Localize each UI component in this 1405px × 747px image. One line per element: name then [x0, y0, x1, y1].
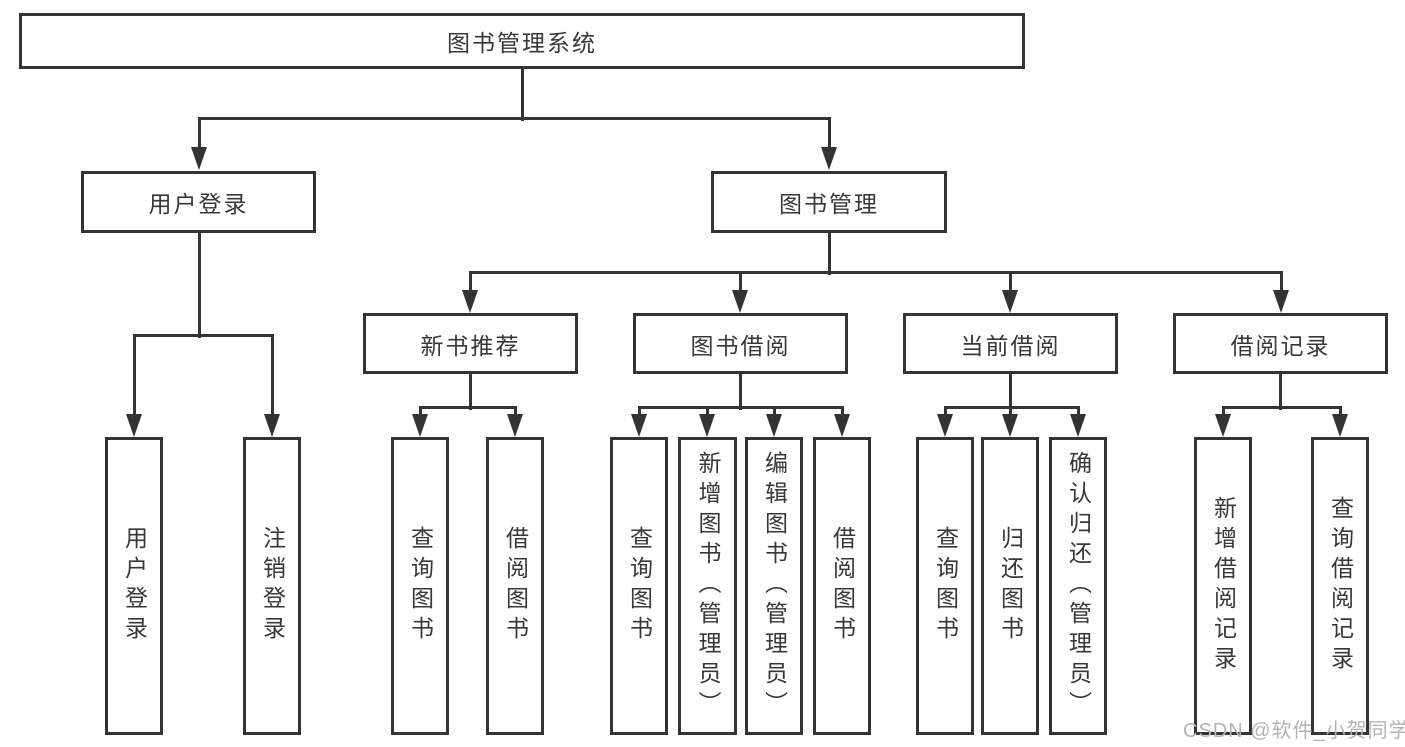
connector-rail [943, 405, 1080, 409]
leaf-query-books-recommend: 查询图书 [391, 437, 449, 735]
node-root-label: 图书管理系统 [447, 30, 597, 56]
arrow-down-icon [264, 414, 280, 437]
connector-rail [418, 405, 517, 409]
arrow-down-icon [1002, 414, 1018, 437]
connector-drop [1008, 407, 1012, 417]
arrow-down-icon [699, 414, 715, 437]
leaf-logout: 注销登录 [243, 437, 301, 735]
node-user-login: 用户登录 [81, 171, 316, 233]
connector-drop [197, 118, 201, 150]
node-book-borrow-label: 图书借阅 [690, 332, 791, 359]
arrow-down-icon [462, 290, 478, 313]
node-new-book-recommend: 新书推荐 [363, 313, 578, 374]
connector-drop [1221, 407, 1225, 417]
leaf-query-books-recommend-label: 查询图书 [407, 526, 434, 646]
arrow-down-icon [937, 414, 953, 437]
leaf-add-borrow-record-label: 新增借阅记录 [1210, 496, 1237, 676]
leaf-logout-label: 注销登录 [259, 526, 286, 646]
connector-drop [270, 335, 274, 417]
node-current-borrow-label: 当前借阅 [960, 332, 1061, 359]
connector-stem [197, 233, 201, 338]
node-current-borrow: 当前借阅 [903, 313, 1118, 374]
leaf-borrow-books: 借阅图书 [813, 437, 871, 735]
node-book-management: 图书管理 [711, 171, 947, 233]
node-new-book-recommend-label: 新书推荐 [420, 332, 521, 359]
leaf-user-login: 用户登录 [105, 437, 163, 735]
connector-drop [513, 407, 517, 417]
connector-drop [840, 407, 844, 417]
leaf-user-login-label: 用户登录 [121, 526, 148, 646]
node-borrow-records: 借阅记录 [1173, 313, 1388, 374]
connector-rail [637, 405, 844, 409]
leaf-borrow-books-recommend-label: 借阅图书 [502, 526, 529, 646]
node-book-borrow: 图书借阅 [633, 313, 848, 374]
connector-drop [468, 272, 472, 293]
leaf-return-books-label: 归还图书 [997, 526, 1024, 646]
leaf-edit-books-admin: 编辑图书（管理员） [745, 437, 803, 735]
arrow-down-icon [834, 414, 850, 437]
node-borrow-records-label: 借阅记录 [1230, 332, 1331, 359]
node-user-login-label: 用户登录 [148, 191, 249, 217]
arrow-down-icon [412, 414, 428, 437]
arrow-down-icon [1070, 414, 1086, 437]
leaf-confirm-return-admin-label: 确认归还（管理员） [1065, 451, 1092, 721]
leaf-add-books-admin-label: 新增图书（管理员） [695, 451, 721, 721]
connector-stem [1278, 374, 1282, 410]
arrow-down-icon [732, 290, 748, 313]
leaf-add-borrow-record: 新增借阅记录 [1194, 437, 1252, 735]
arrow-down-icon [821, 147, 837, 170]
connector-drop [1076, 407, 1080, 417]
arrow-down-icon [1332, 414, 1348, 437]
connector-drop [637, 407, 641, 417]
connector-stem [520, 69, 524, 121]
connector-stem [827, 233, 831, 275]
arrow-down-icon [631, 414, 647, 437]
connector-drop [772, 407, 776, 417]
connector-rail [197, 116, 831, 120]
arrow-down-icon [191, 147, 207, 170]
connector-drop [418, 407, 422, 417]
arrow-down-icon [1002, 290, 1018, 313]
leaf-edit-books-admin-label: 编辑图书（管理员） [761, 451, 788, 721]
connector-rail [1221, 405, 1342, 409]
connector-drop [132, 335, 136, 417]
connector-stem [1008, 374, 1012, 410]
leaf-borrow-books-label: 借阅图书 [829, 526, 856, 646]
arrow-down-icon [1273, 290, 1289, 313]
leaf-query-books-borrow: 查询图书 [610, 437, 668, 735]
arrow-down-icon [1215, 414, 1231, 437]
connector-drop [1338, 407, 1342, 417]
arrow-down-icon [507, 414, 523, 437]
leaf-borrow-books-recommend: 借阅图书 [486, 437, 544, 735]
node-book-management-label: 图书管理 [779, 191, 879, 217]
watermark: CSDN @软件_小贺同学 [1183, 720, 1405, 742]
leaf-query-borrow-record: 查询借阅记录 [1311, 437, 1369, 735]
leaf-add-books-admin: 新增图书（管理员） [678, 437, 737, 735]
arrow-down-icon [126, 414, 142, 437]
connector-drop [943, 407, 947, 417]
node-root: 图书管理系统 [19, 13, 1025, 69]
connector-rail [468, 270, 1283, 274]
connector-drop [1008, 272, 1012, 293]
leaf-query-borrow-record-label: 查询借阅记录 [1327, 496, 1354, 676]
connector-drop [1279, 272, 1283, 293]
connector-stem [468, 374, 472, 410]
leaf-confirm-return-admin: 确认归还（管理员） [1049, 437, 1107, 735]
leaf-query-books-current: 查询图书 [916, 437, 974, 735]
leaf-query-books-borrow-label: 查询图书 [626, 526, 653, 646]
connector-drop [827, 118, 831, 150]
connector-drop [738, 272, 742, 293]
connector-drop [705, 407, 709, 417]
arrow-down-icon [766, 414, 782, 437]
connector-stem [738, 374, 742, 410]
connector-rail [132, 333, 274, 337]
leaf-query-books-current-label: 查询图书 [932, 526, 959, 646]
leaf-return-books: 归还图书 [981, 437, 1039, 735]
